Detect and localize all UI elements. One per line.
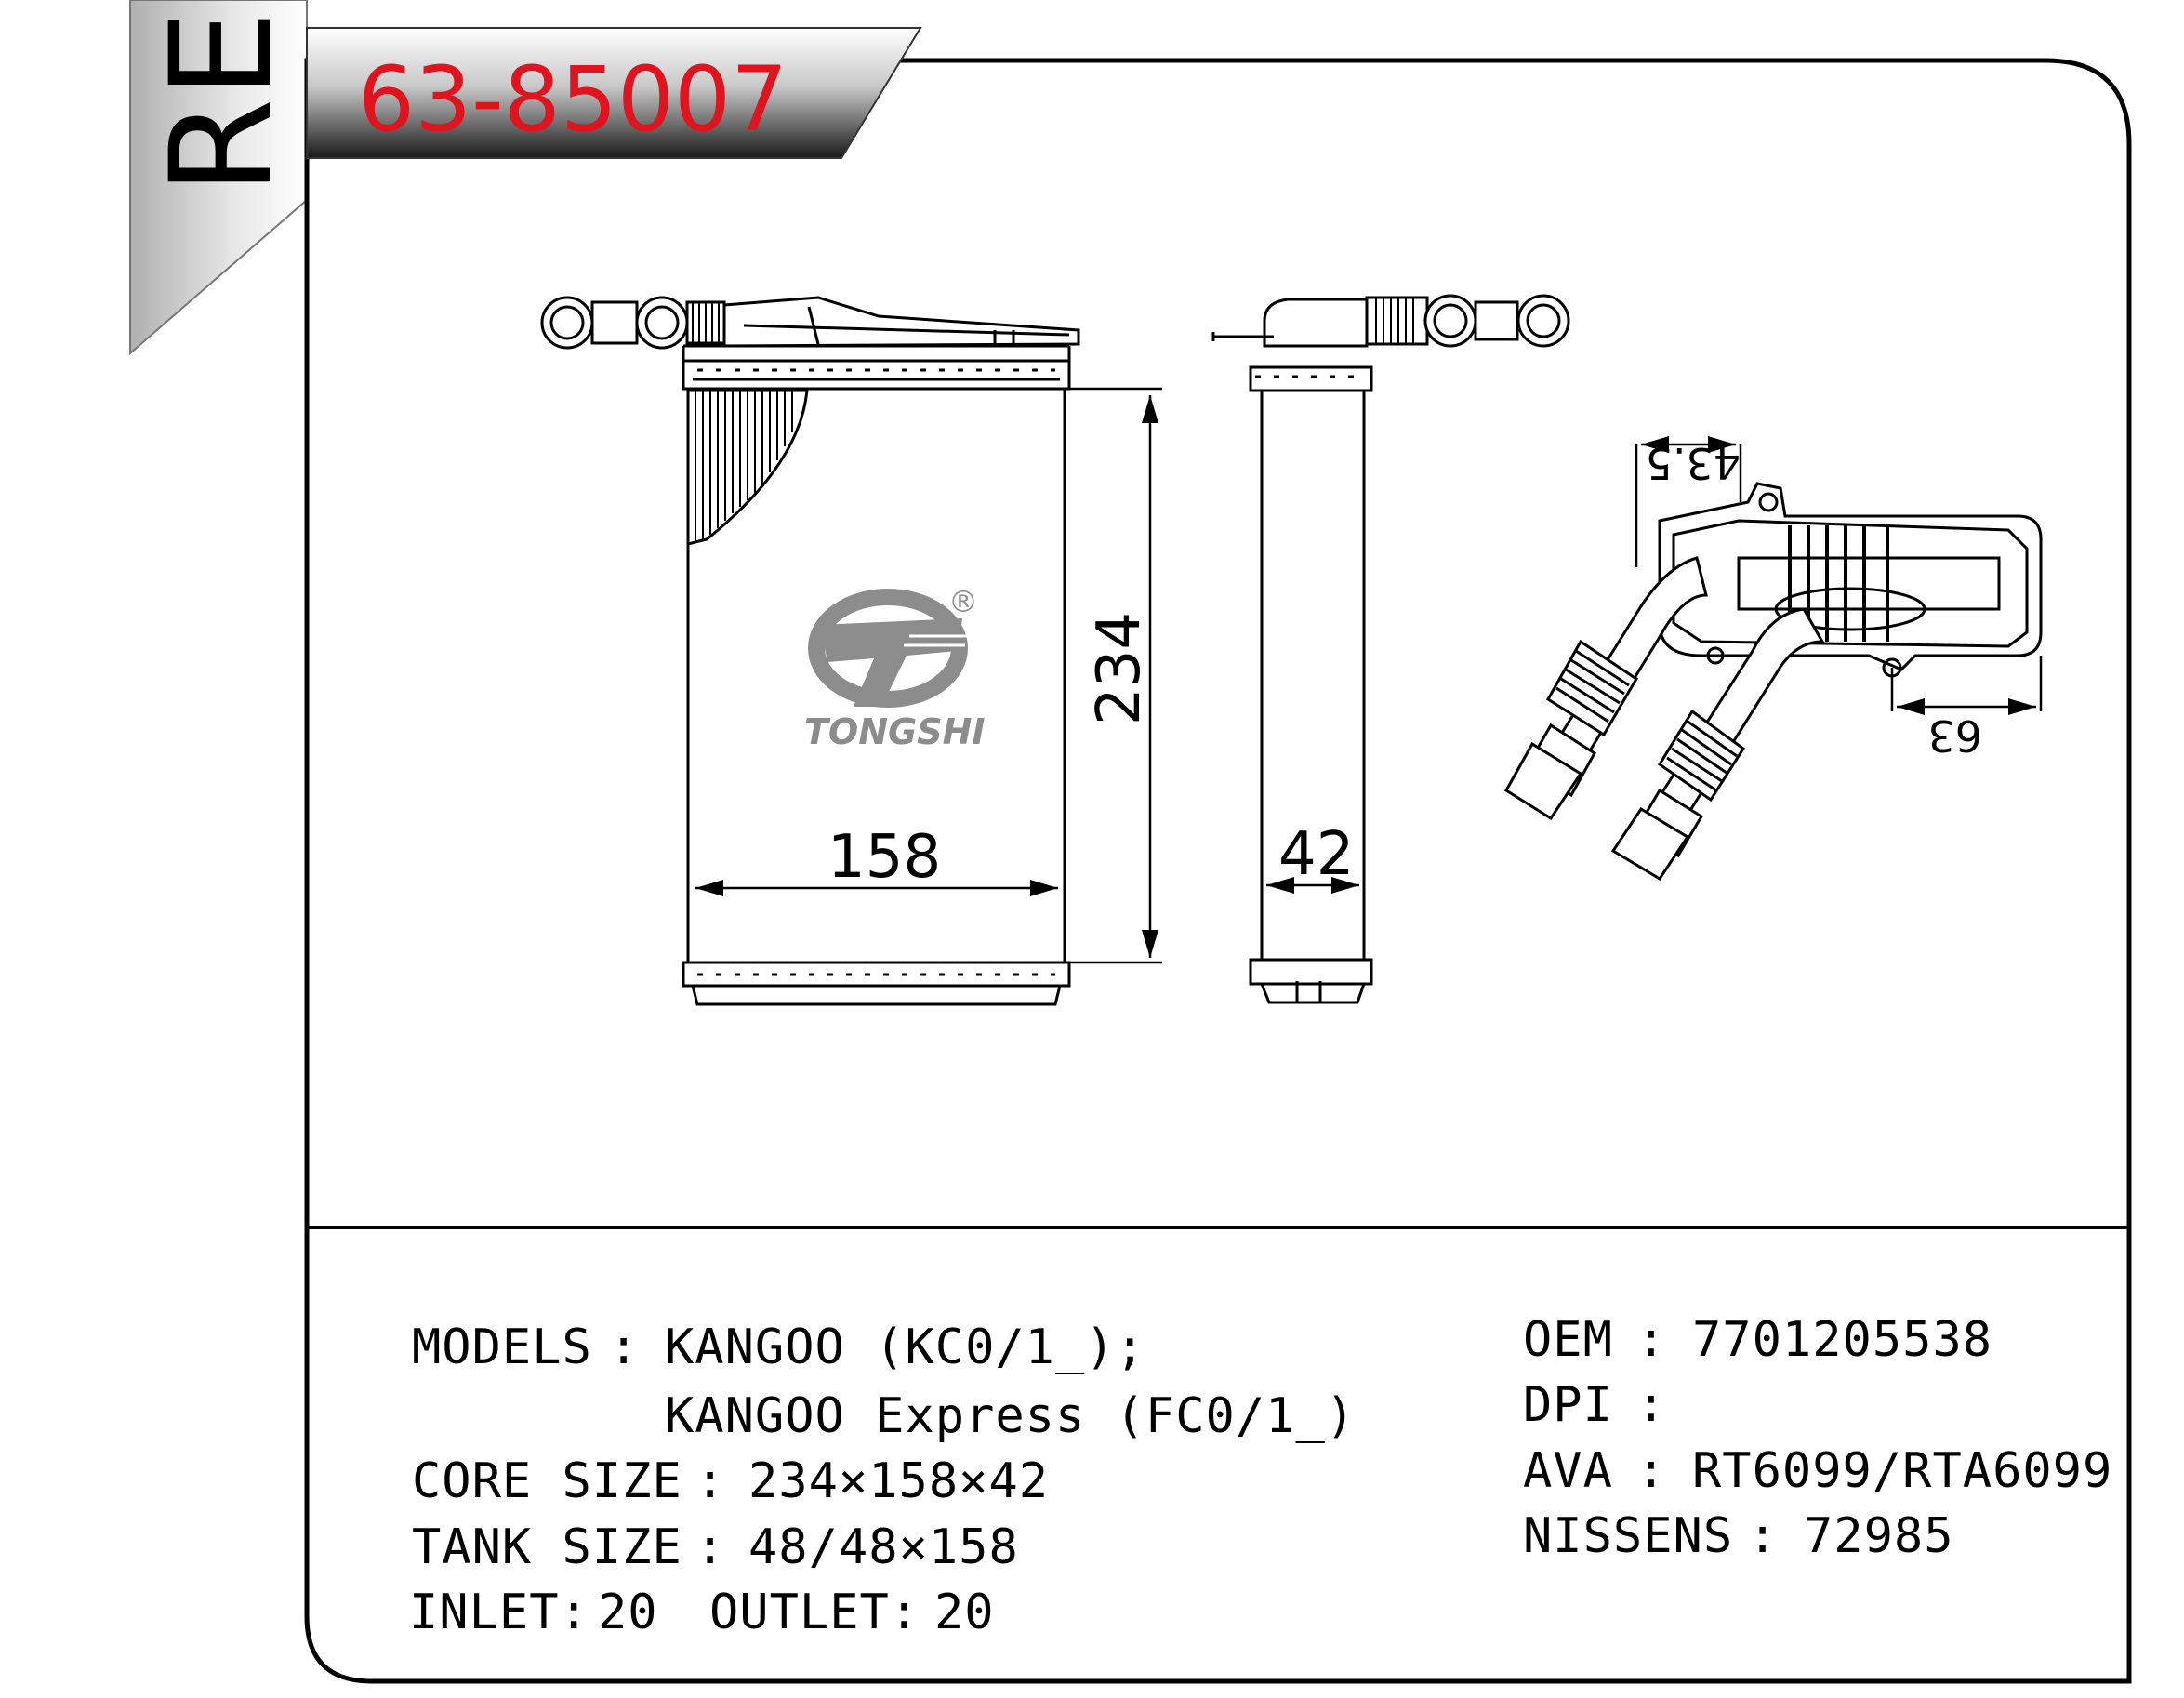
ava-separator: : xyxy=(1636,1443,1667,1499)
ava-label: AVA xyxy=(1523,1443,1613,1499)
brand-name: TONGSHI xyxy=(804,711,986,752)
pipe-view xyxy=(1503,482,2043,882)
part-number-banner: 63-85007 xyxy=(306,27,922,159)
nissens-value: 72985 xyxy=(1804,1508,1954,1564)
offset-dimension-label: 43.5 xyxy=(1646,438,1741,488)
inlet-value: 20 xyxy=(598,1585,658,1640)
core-size-label: CORE SIZE xyxy=(412,1453,682,1509)
registered-mark: ® xyxy=(948,584,978,619)
tongshi-logo: ® TONGSHI xyxy=(804,584,986,752)
side-core xyxy=(1260,389,1366,962)
nissens-label: NISSENS xyxy=(1523,1508,1734,1564)
pipe-dimensions xyxy=(1635,436,2043,715)
inlet-label: INLET: xyxy=(409,1585,589,1640)
oem-value: 7701205538 xyxy=(1692,1312,1993,1368)
sheet-frame xyxy=(304,58,2132,1684)
ava-value: RT6099/RTA6099 xyxy=(1692,1443,2113,1499)
front-dimensions xyxy=(695,387,1162,964)
pipe-manifold xyxy=(1658,482,2043,671)
side-view xyxy=(1211,294,1570,1004)
front-bottom-tank xyxy=(682,961,1071,988)
outlet-label: OUTLET: xyxy=(709,1585,920,1640)
models-separator: : xyxy=(609,1320,640,1375)
outlet-value: 20 xyxy=(934,1585,995,1640)
width-dimension-label: 158 xyxy=(827,823,941,892)
models-line-2: KANGOO Express (FC0/1_) xyxy=(665,1388,1357,1444)
tank-size-label: TANK SIZE xyxy=(412,1519,682,1575)
models-line-1: KANGOO (KC0/1_); xyxy=(665,1320,1145,1375)
tank-size-separator: : xyxy=(695,1519,726,1575)
front-pipes xyxy=(540,296,1080,350)
side-bottom-tank xyxy=(1249,958,1373,986)
height-dimension-label: 234 xyxy=(1085,612,1154,725)
dpi-separator: : xyxy=(1636,1377,1667,1433)
oem-separator: : xyxy=(1636,1312,1667,1368)
tank-size-value: 48/48×158 xyxy=(748,1519,1019,1575)
ref-corner-text: REF xyxy=(141,0,303,195)
models-label: MODELS xyxy=(412,1320,592,1375)
ref-corner: REF xyxy=(129,0,308,356)
front-top-tank-ticks xyxy=(693,368,1060,381)
oem-label: OEM xyxy=(1523,1312,1613,1368)
depth-dimension-label: 42 xyxy=(1278,820,1354,889)
nissens-separator: : xyxy=(1748,1508,1779,1564)
span-dimension-label: 63 xyxy=(1927,710,1982,761)
logo-emblem xyxy=(808,589,968,708)
core-size-separator: : xyxy=(695,1453,726,1509)
front-top-tank xyxy=(682,359,1071,391)
part-number: 63-85007 xyxy=(358,47,788,152)
side-top-tank xyxy=(1249,365,1373,392)
core-size-value: 234×158×42 xyxy=(748,1453,1050,1509)
dpi-label: DPI xyxy=(1523,1377,1613,1433)
